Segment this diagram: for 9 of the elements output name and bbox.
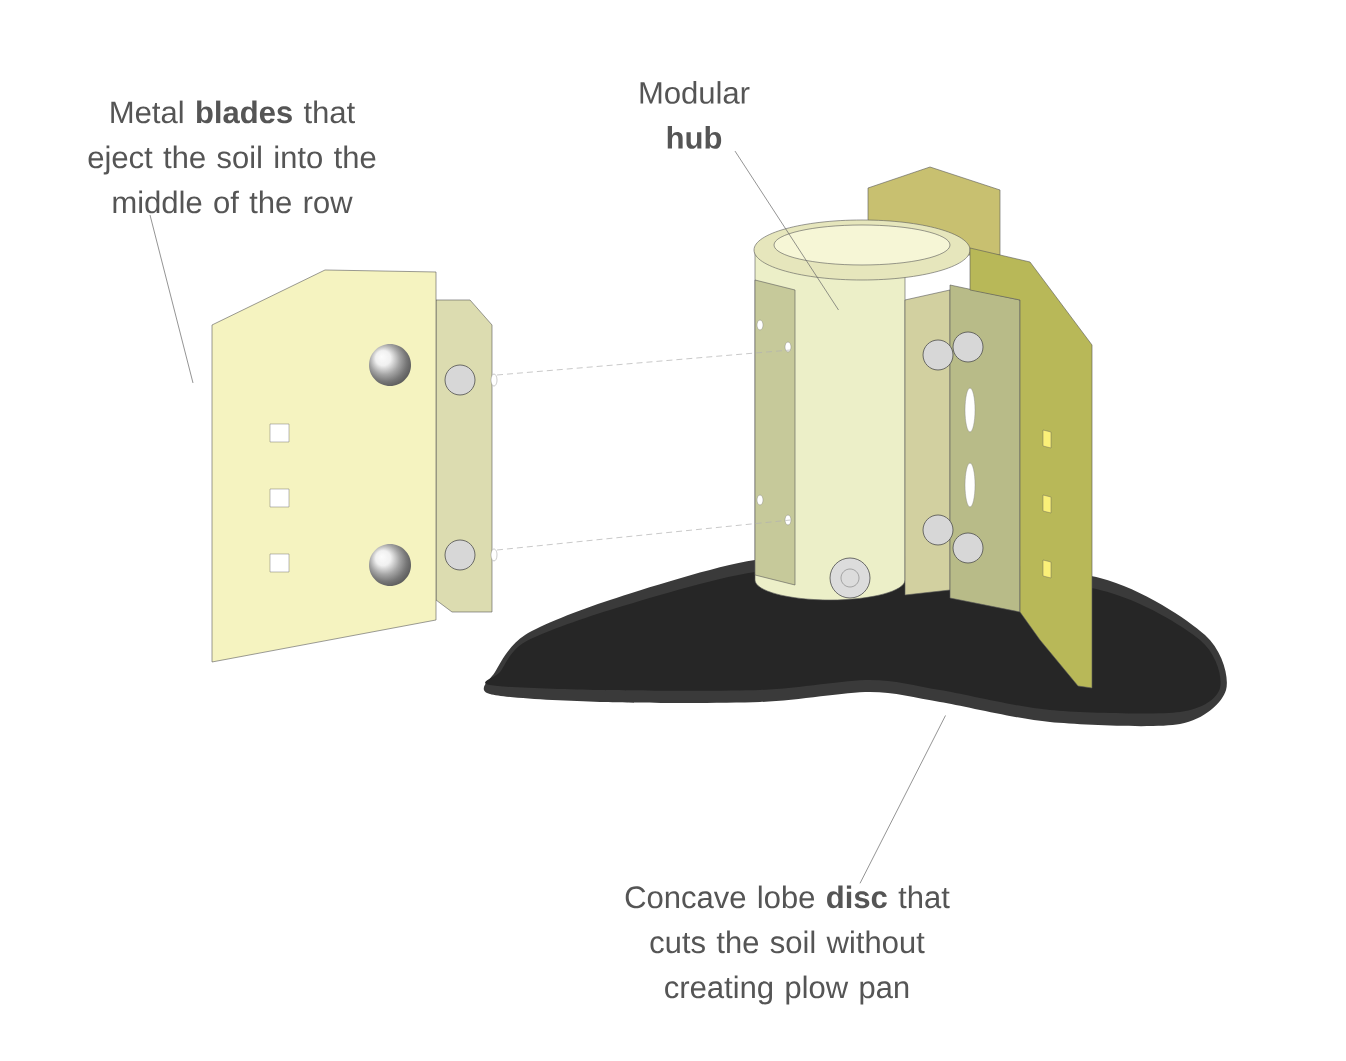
leader-line: [149, 214, 194, 384]
blade-drawing: [211, 269, 498, 663]
leader-line: [859, 715, 946, 884]
alignment-line: [496, 519, 791, 551]
callout-text: Metal blades that eject the soil into the middle of the row: [88, 100, 376, 214]
callout-text: Modular hub: [640, 81, 750, 149]
leader-line: [734, 150, 839, 311]
alignment-line: [496, 349, 791, 376]
callout-text: Concave lobe disc that cuts the soil without creating plow pan: [625, 885, 950, 1005]
